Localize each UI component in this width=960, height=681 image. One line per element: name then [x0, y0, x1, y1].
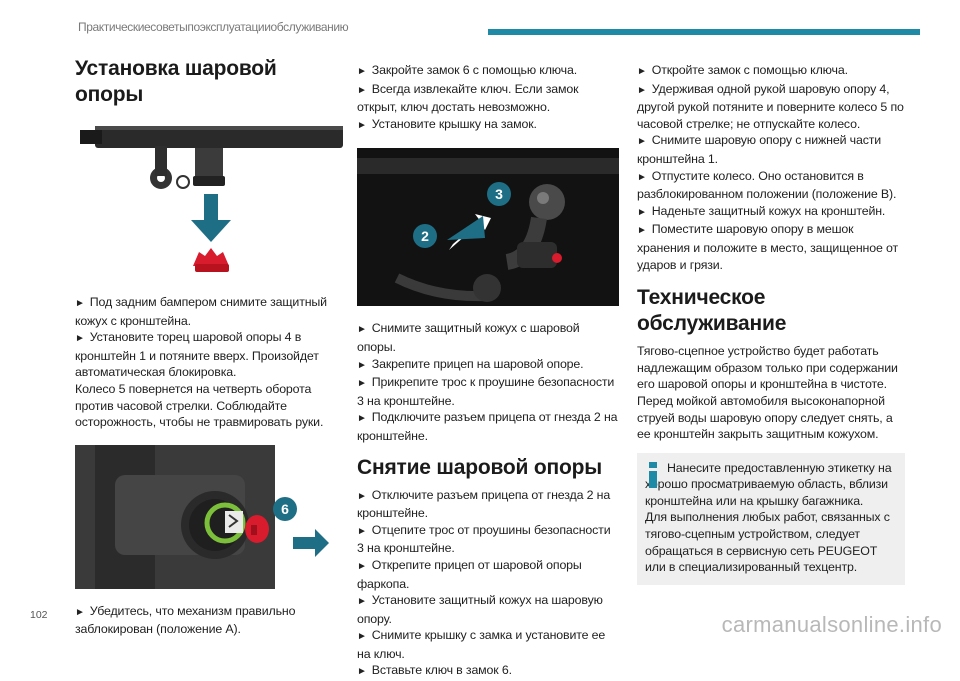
section-title-maintenance: Техническое обслуживание: [637, 286, 787, 336]
lock-wheel-drawing: 6: [75, 444, 329, 589]
header-accent-bar: [488, 29, 920, 35]
step-attach-cable: Прикрепите трос к проушине безопасности …: [357, 374, 619, 409]
column-3: Откройте замок с помощью ключа. Удержива…: [637, 62, 905, 585]
step-disconnect-plug: Отключите разъем прицепа от гнезда 2 на …: [357, 487, 619, 522]
step-remove-key: Всегда извлекайте ключ. Если замок откры…: [357, 81, 619, 116]
maintenance-text-1: Тягово-сцепное устройство будет работать…: [637, 344, 898, 392]
step-open-lock: Откройте замок с помощью ключа.: [637, 62, 905, 81]
column-2: Закройте замок 6 с помощью ключа. Всегда…: [357, 62, 619, 681]
watermark: carmanualsonline.info: [721, 612, 942, 637]
step-hold-and-turn: Удерживая одной рукой шаровую опору 4, д…: [637, 81, 905, 133]
callout-6: 6: [281, 501, 289, 517]
step-install-cap: Установите крышку на замок.: [357, 116, 619, 135]
step-install-ball-cover: Установите защитный кожух на шаровую опо…: [357, 592, 619, 627]
step-remove-ball: Снимите шаровую опору с нижней части кро…: [637, 132, 905, 167]
section-title-installation: Установка шаровой опоры: [75, 57, 277, 106]
illustration-towball-socket: 3 2: [357, 148, 619, 307]
towball-socket-drawing: 3 2: [357, 148, 619, 307]
info-icon: [646, 461, 660, 488]
step-store-ball: Поместите шаровую опору в мешок хранения…: [637, 221, 905, 273]
step-remove-ball-cover: Снимите защитный кожух с шаровой опоры.: [357, 320, 619, 355]
column-1: Установка шаровой опоры Под задним бампе…: [75, 56, 345, 638]
bracket-cover-drawing: [80, 126, 343, 272]
step-release-wheel: Отпустите колесо. Оно остановится в разб…: [637, 168, 905, 203]
step-remove-cap: Снимите крышку с замка и установите ее н…: [357, 627, 619, 662]
step-detach-trailer: Открепите прицеп от шаровой опоры фаркоп…: [357, 557, 619, 592]
step-insert-ball: Установите торец шаровой опоры 4 в кронш…: [75, 329, 345, 381]
note-wheel-rotation: Колесо 5 повернется на четверть оборота …: [75, 381, 324, 430]
callout-3: 3: [495, 186, 503, 202]
maintenance-text-2: Перед мойкой автомобиля высоконапорной с…: [637, 393, 893, 442]
step-close-lock: Закройте замок 6 с помощью ключа.: [357, 62, 619, 81]
callout-2: 2: [421, 228, 429, 244]
step-connect-plug: Подключите разъем прицепа от гнезда 2 на…: [357, 409, 619, 444]
page-number: 102: [30, 609, 48, 621]
info-text-service: Для выполнения любых работ, связанных с …: [645, 510, 890, 575]
running-header: Практическиесоветыпоэксплуатацииобслужив…: [78, 20, 349, 34]
step-attach-trailer: Закрепите прицеп на шаровой опоре.: [357, 356, 619, 375]
info-box: Нанесите предоставленную этикетку на хор…: [637, 452, 905, 585]
step-remove-cover: Под задним бампером снимите защитный кож…: [75, 294, 345, 329]
step-insert-key: Вставьте ключ в замок 6.: [357, 662, 619, 681]
step-fit-bracket-cover: Наденьте защитный кожух на кронштейн.: [637, 203, 905, 222]
section-title-removal: Снятие шаровой опоры: [357, 455, 602, 479]
step-detach-cable: Отцепите трос от проушины безопасности 3…: [357, 522, 619, 557]
illustration-lock-wheel: 6: [75, 444, 329, 589]
step-check-locked: Убедитесь, что механизм правильно заблок…: [75, 603, 345, 638]
illustration-bracket-cover: [75, 116, 345, 284]
info-text-label: Нанесите предоставленную этикетку на хор…: [645, 460, 892, 508]
